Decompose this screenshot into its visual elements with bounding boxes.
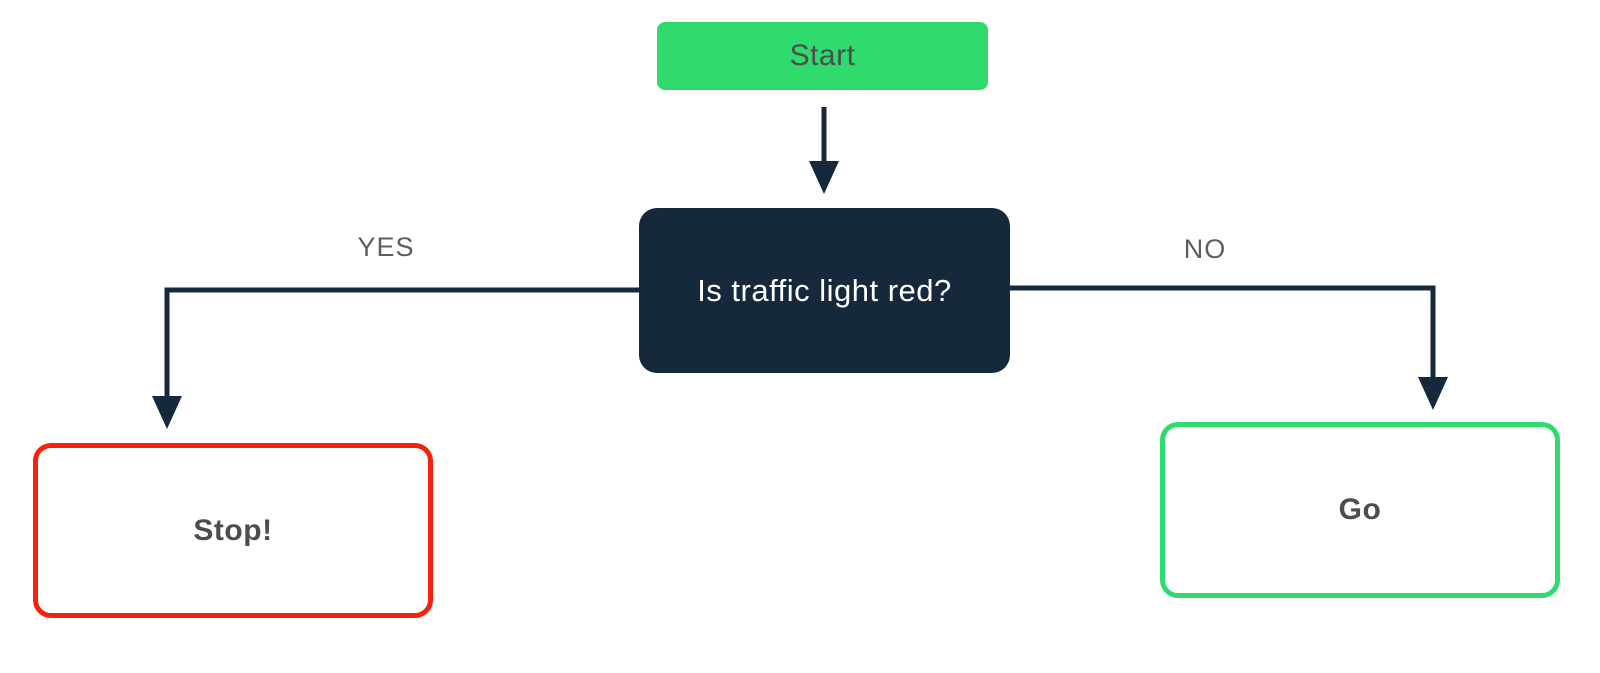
edge-decision-to-stop	[164, 287, 642, 397]
node-go-label: Go	[1338, 493, 1382, 526]
arrowhead-start-to-decision	[809, 161, 839, 194]
node-decision: Is traffic light red?	[639, 208, 1010, 373]
branch-label-no: NO	[1183, 234, 1227, 264]
node-start: Start	[657, 22, 988, 90]
arrowhead-decision-to-stop	[152, 396, 182, 429]
node-decision-label: Is traffic light red?	[697, 272, 952, 308]
arrowhead-decision-to-go	[1418, 377, 1448, 410]
node-go: Go	[1160, 422, 1560, 598]
edge-decision-to-go	[1007, 285, 1436, 378]
node-start-label: Start	[789, 39, 856, 72]
node-stop-label: Stop!	[193, 513, 273, 547]
node-stop: Stop!	[33, 443, 433, 618]
branch-label-yes: YES	[357, 232, 415, 262]
